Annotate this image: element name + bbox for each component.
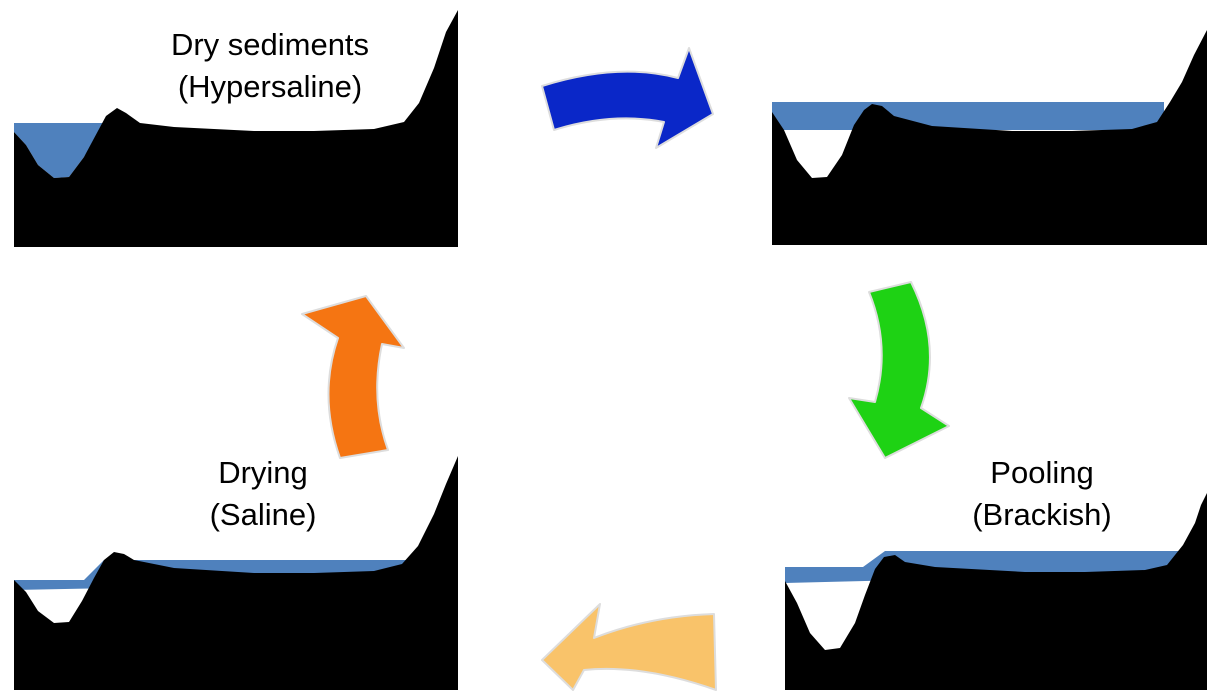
sediment-ground xyxy=(14,456,458,690)
drying-salinity: (Saline) xyxy=(209,497,317,532)
dry-sediments-salinity: (Hypersaline) xyxy=(177,69,363,104)
dry-sediments-label: Dry sediments (Hypersaline) xyxy=(140,24,400,108)
sediment-ground xyxy=(14,10,458,247)
pooling-title: Pooling xyxy=(990,455,1094,490)
drying-title: Drying xyxy=(218,455,308,490)
drying-panel xyxy=(14,456,458,690)
sediment-ground xyxy=(772,30,1207,245)
channel-water xyxy=(14,123,106,178)
flooded-panel xyxy=(772,30,1207,245)
arrow-green-icon xyxy=(848,281,950,459)
pooling-panel xyxy=(785,493,1207,690)
dry-sediments-panel xyxy=(14,10,458,247)
arrow-yellow-icon xyxy=(541,603,717,691)
sediment-ground xyxy=(785,493,1207,690)
arrow-blue-icon xyxy=(541,47,714,149)
dry-sediments-title: Dry sediments xyxy=(170,27,370,62)
drying-label: Drying (Saline) xyxy=(188,452,338,536)
flood-water xyxy=(772,102,1164,130)
pooling-label: Pooling (Brackish) xyxy=(952,452,1132,536)
pooling-salinity: (Brackish) xyxy=(972,497,1112,532)
arrow-orange-icon xyxy=(301,295,405,459)
